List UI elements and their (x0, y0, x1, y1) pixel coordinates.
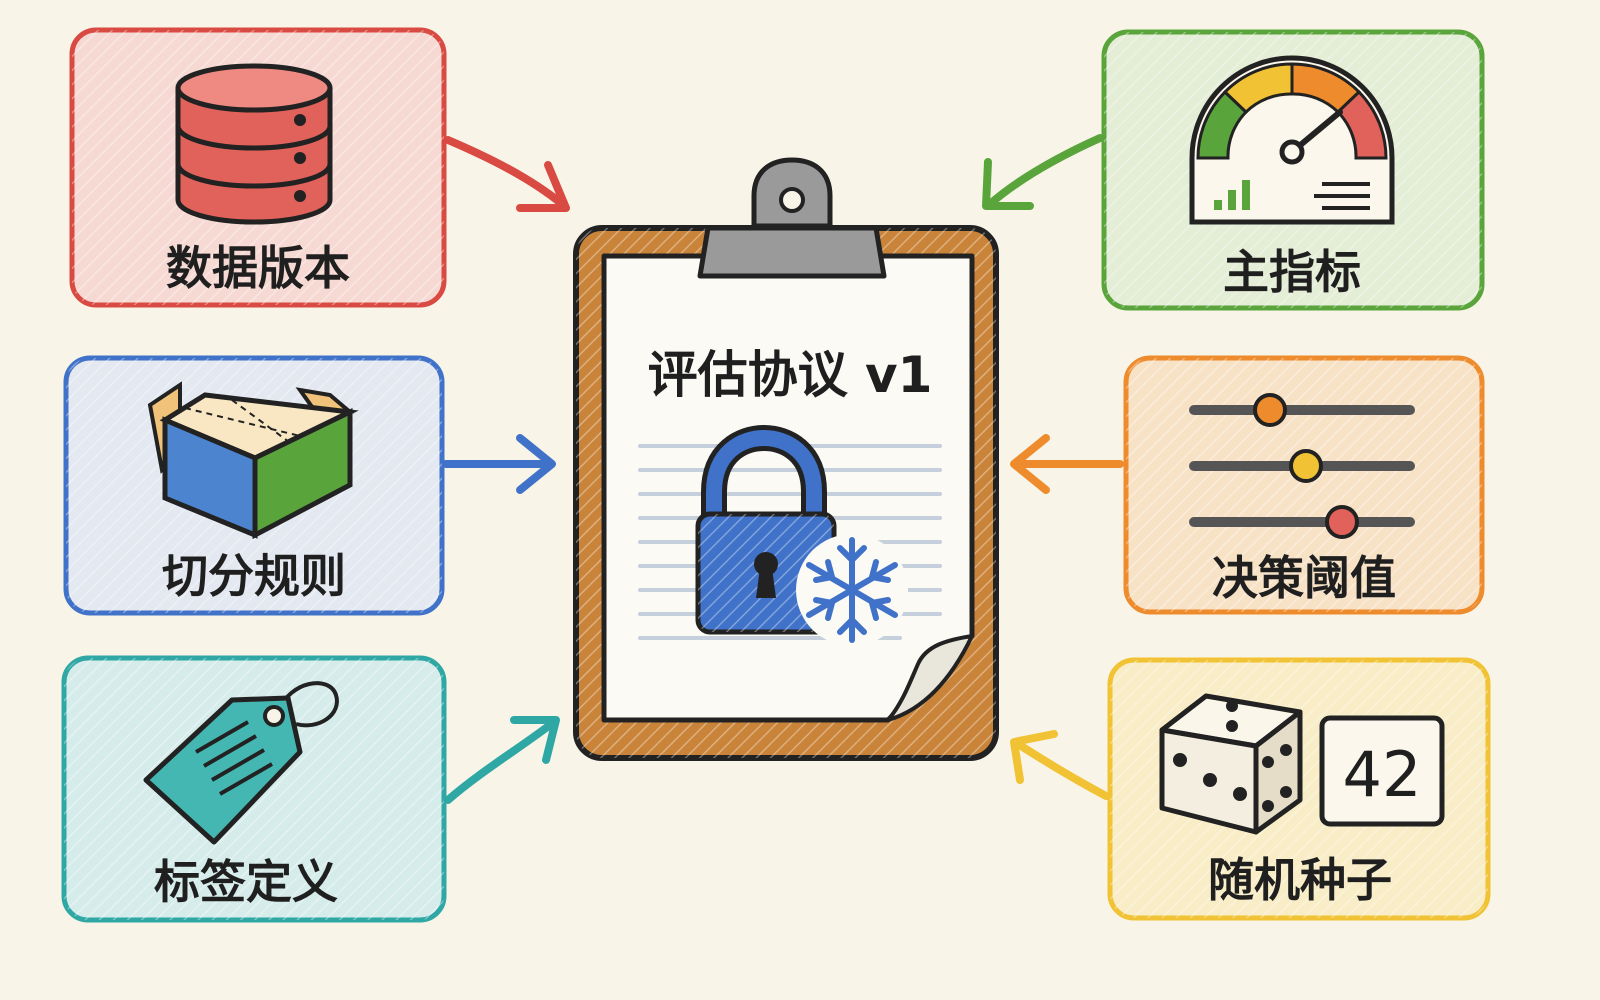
tag-icon (143, 681, 339, 845)
arrow-data-version (444, 136, 570, 212)
input-box-label-definition: 标签定义 (61, 655, 447, 923)
input-box-decision-threshold: 决策阈值 (1123, 355, 1485, 615)
dice-icon (1159, 693, 1303, 835)
input-label: 决策阈值 (1212, 551, 1396, 605)
sliders-icon (1189, 393, 1415, 539)
arrow-split-rules (442, 434, 556, 494)
seed-number-card: 42 (1319, 715, 1445, 827)
input-label: 数据版本 (166, 241, 350, 295)
clipboard-icon: 评估协议 v1 (573, 157, 999, 761)
input-box-split-rules: 切分规则 (63, 355, 445, 616)
input-label: 标签定义 (154, 855, 338, 909)
arrow-random-seed (1010, 730, 1110, 800)
arrow-main-metric (982, 134, 1104, 210)
snowflake-icon (796, 534, 908, 646)
center-title: 评估协议 v1 (648, 346, 933, 404)
input-box-main-metric: 主指标 (1101, 29, 1485, 311)
gauge-icon (1189, 55, 1395, 225)
input-box-data-version: 数据版本 (69, 27, 447, 308)
input-label: 主指标 (1223, 245, 1361, 299)
input-label: 随机种子 (1208, 853, 1392, 907)
seed-value: 42 (1343, 738, 1422, 811)
split-box-icon (147, 381, 359, 540)
arrow-decision-threshold (1010, 434, 1124, 494)
input-box-random-seed: 42 随机种子 (1107, 657, 1491, 921)
clipboard-clip (697, 157, 887, 279)
arrow-label-definition (444, 716, 560, 804)
database-icon (175, 63, 333, 225)
input-label: 切分规则 (162, 549, 346, 603)
